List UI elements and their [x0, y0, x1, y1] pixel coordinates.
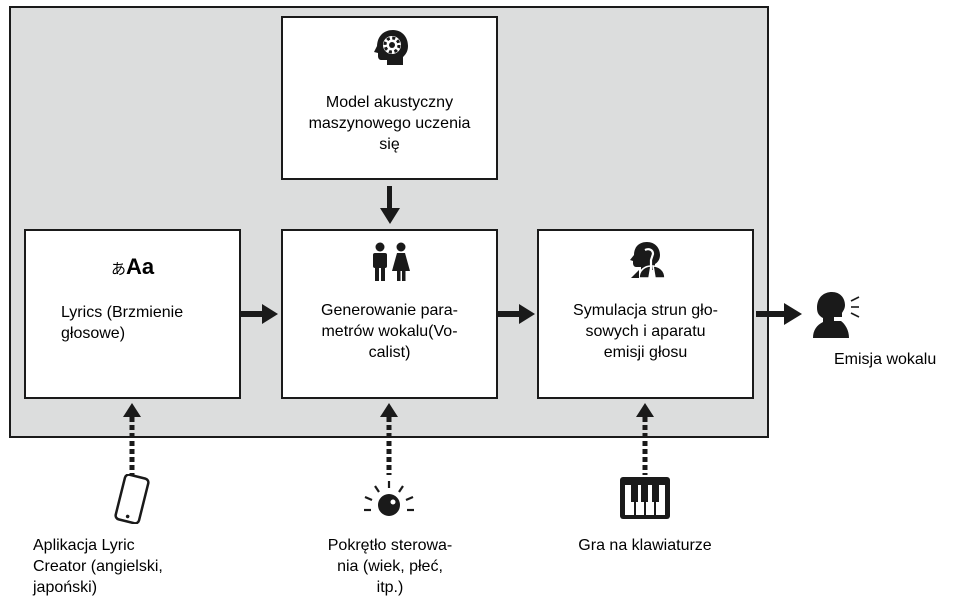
vocalist-box-label: Generowanie para- metrów wokalu(Vo- cali… [321, 302, 458, 361]
output-label: Emisja wokalu [834, 351, 937, 368]
arrow-model-to-vocalist [380, 186, 400, 224]
kana-glyph: あ [111, 261, 127, 278]
model-box: Model akustyczny maszynowego uczenia się [281, 16, 498, 180]
dashed-arrow-app [123, 403, 141, 475]
arrow-simulation-to-output [756, 303, 802, 325]
speaking-head-icon [809, 288, 861, 340]
language-icon: あAa [111, 255, 154, 282]
app-label: Aplikacja Lyric Creator (angielski, japo… [33, 537, 163, 596]
dashed-arrow-keyboard [636, 403, 654, 475]
knob-icon [361, 479, 417, 527]
simulation-box-label: Symulacja strun gło- sowych i aparatu em… [573, 302, 718, 361]
vocalist-box: Generowanie para- metrów wokalu(Vo- cali… [281, 229, 498, 399]
simulation-box: Symulacja strun gło- sowych i aparatu em… [537, 229, 754, 399]
vocal-tract-icon [627, 240, 667, 280]
knob-label: Pokrętło sterowa- nia (wiek, płeć, itp.) [327, 537, 453, 596]
man-woman-icon [370, 242, 412, 282]
lyrics-box: あAa Lyrics (Brzmienie głosowe) [24, 229, 241, 399]
arrow-lyrics-to-vocalist [240, 304, 278, 324]
head-gear-icon [371, 27, 411, 67]
model-box-label: Model akustyczny maszynowego uczenia się [308, 94, 471, 153]
keyboard-label: Gra na klawiaturze [578, 537, 712, 554]
arrow-vocalist-to-simulation [497, 304, 535, 324]
latin-glyph: Aa [126, 254, 155, 279]
lyrics-box-label: Lyrics (Brzmienie głosowe) [61, 304, 184, 342]
smartphone-icon [109, 474, 155, 524]
piano-keys-icon [618, 475, 672, 521]
dashed-arrow-knob [380, 403, 398, 475]
